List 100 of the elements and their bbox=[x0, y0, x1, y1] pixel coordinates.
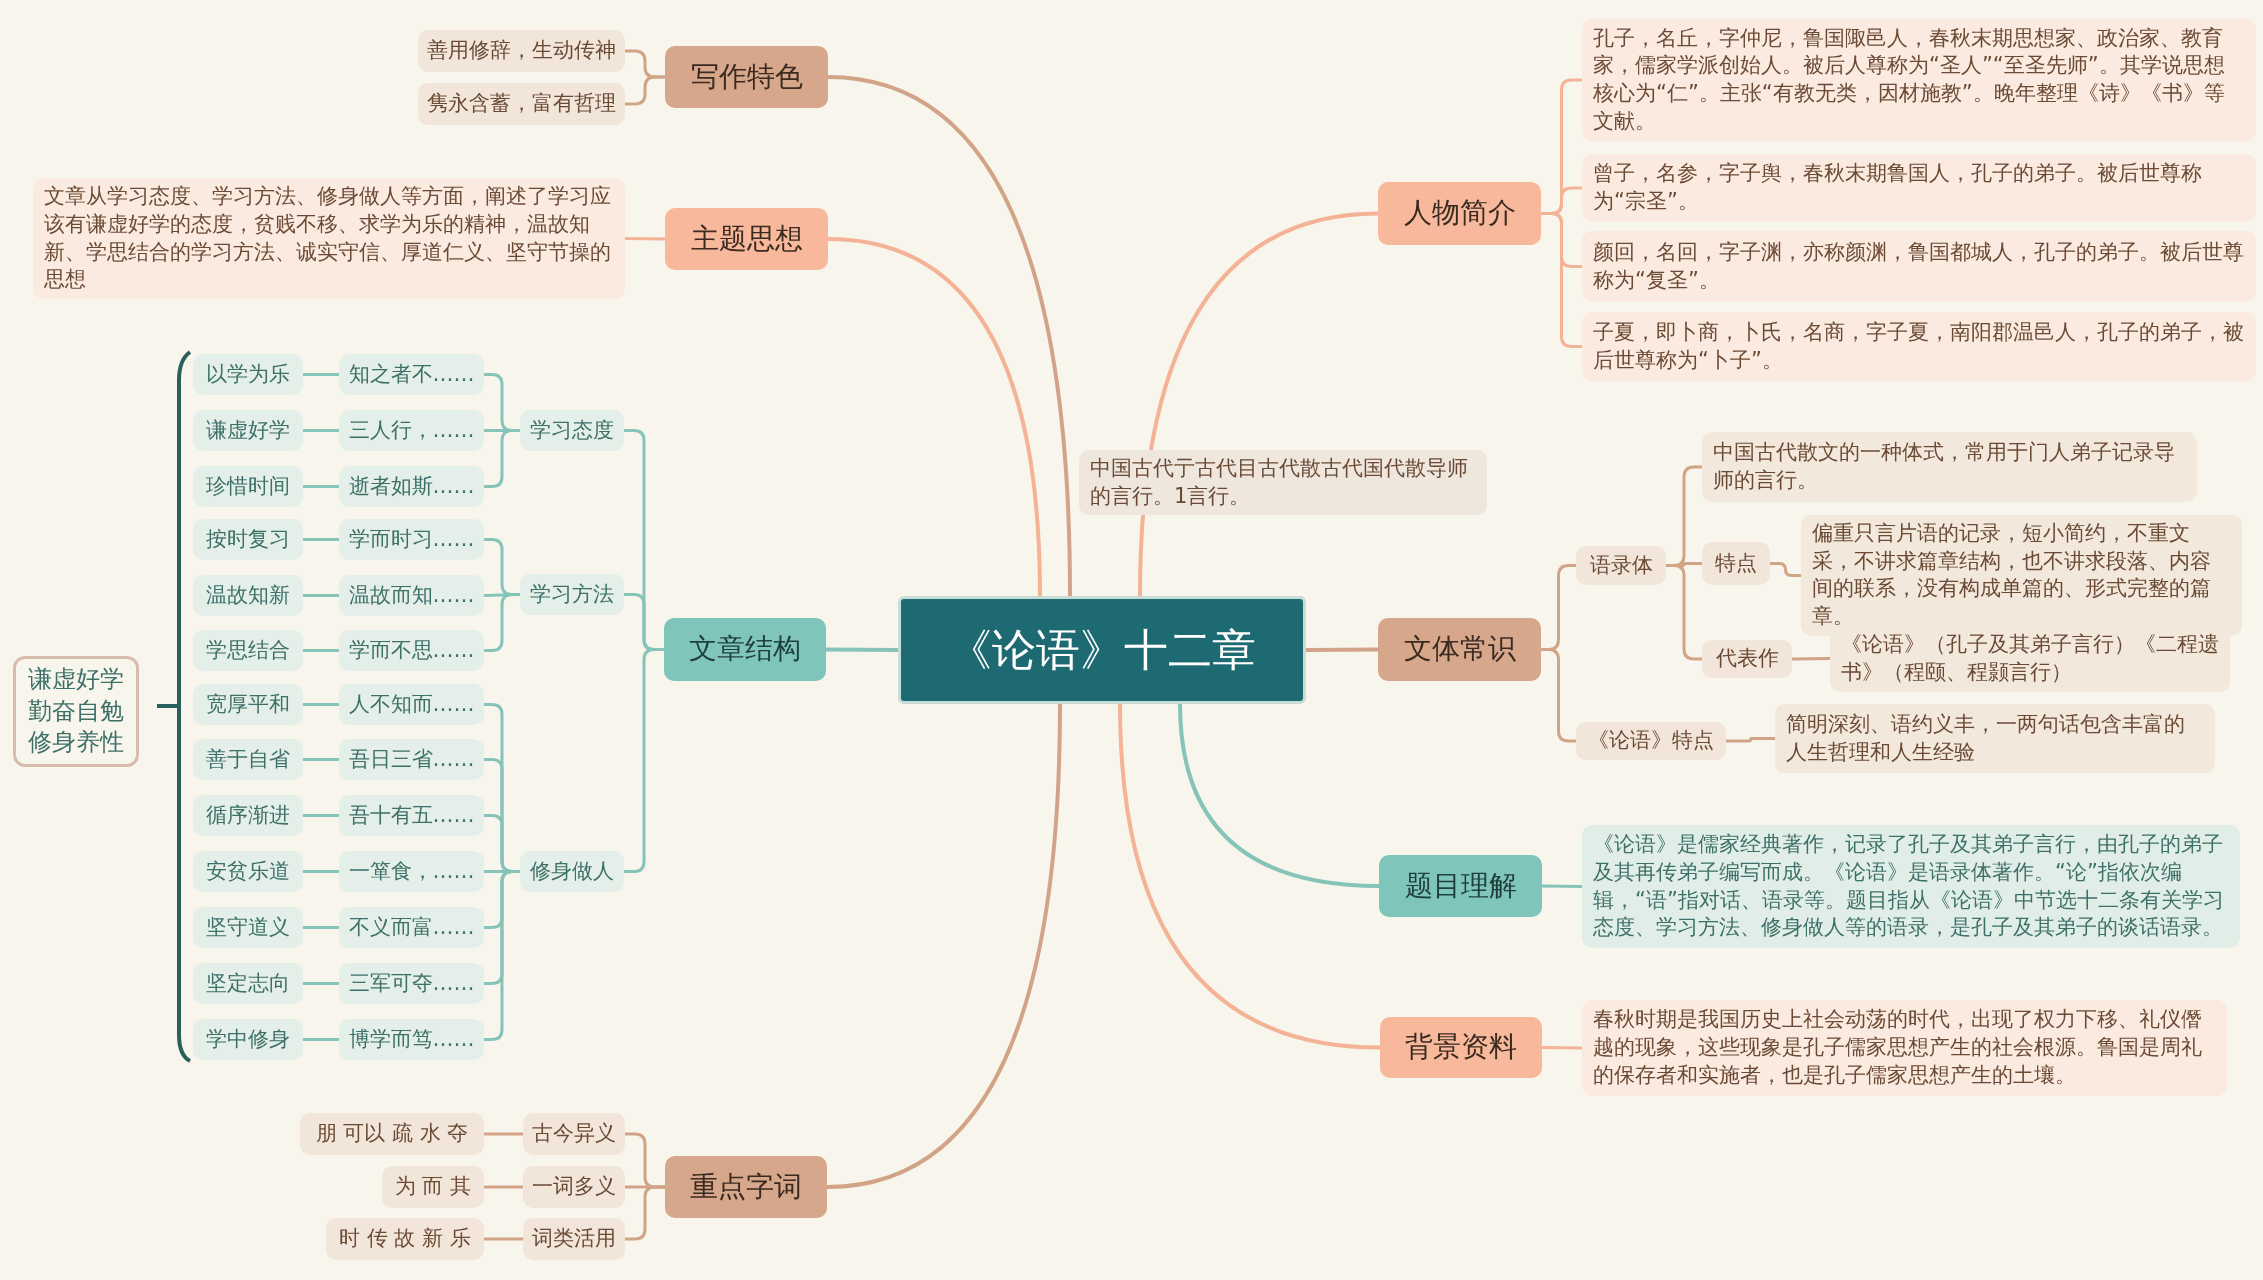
note-box: 曾子，名参，字子舆，春秋末期鲁国人，孔子的弟子。被后世尊称为“宗圣”。 bbox=[1582, 154, 2256, 222]
subtopic-box: 吾日三省…… bbox=[339, 739, 484, 780]
subtopic-box: 隽永含蓄，富有哲理 bbox=[418, 83, 625, 125]
connector-line bbox=[303, 538, 339, 541]
connector-line bbox=[1541, 884, 1583, 888]
note-box: 中国古代散文的一种体式，常用于门人弟子记录导师的言行。 bbox=[1702, 432, 2197, 502]
connector-line bbox=[484, 1185, 523, 1189]
connector-line bbox=[1541, 648, 1576, 743]
subtopic-box: 学而时习…… bbox=[339, 519, 484, 560]
connector-line bbox=[303, 926, 339, 929]
subtopic-box: 学习方法 bbox=[520, 574, 624, 615]
connector-line bbox=[484, 870, 520, 1041]
topic-box: 重点字词 bbox=[665, 1156, 827, 1218]
subtopic-box: 知之者不…… bbox=[339, 354, 484, 395]
note-box: 文章从学习态度、学习方法、修身做人等方面，阐述了学习应该有谦虚好学的态度，贫贱不移、求学为乐的精神，温故知新、学思结合的学习方法、诚实守信、厚道仁义、坚守节操的思想 bbox=[33, 178, 625, 299]
connector-line bbox=[303, 373, 339, 376]
connector-line bbox=[827, 75, 1072, 597]
connector-line bbox=[303, 1038, 339, 1041]
connector-line bbox=[625, 1185, 665, 1241]
connector-line bbox=[484, 593, 520, 652]
topic-box: 文章结构 bbox=[664, 618, 826, 681]
subtopic-box: 为 而 其 bbox=[382, 1166, 484, 1208]
subtopic-box: 时 传 故 新 乐 bbox=[326, 1218, 484, 1260]
connector-line bbox=[827, 237, 1042, 597]
subtopic-box: 学而不思…… bbox=[339, 630, 484, 671]
subtopic-box: 坚守道义 bbox=[193, 907, 303, 948]
subtopic-box: 温故知新 bbox=[193, 575, 303, 616]
subtopic-box: 词类活用 bbox=[523, 1218, 625, 1260]
subtopic-box: 安贫乐道 bbox=[193, 851, 303, 892]
subtopic-box: 吾十有五…… bbox=[339, 795, 484, 836]
connector-line bbox=[625, 75, 665, 106]
subtopic-box: 一词多义 bbox=[523, 1166, 625, 1208]
connector-line bbox=[1306, 647, 1378, 652]
subtopic-box: 三军可夺…… bbox=[339, 963, 484, 1004]
subtopic-box: 学思结合 bbox=[193, 630, 303, 671]
topic-box: 主题思想 bbox=[665, 208, 828, 270]
subtopic-box: 代表作 bbox=[1702, 640, 1792, 678]
connector-line bbox=[1541, 212, 1582, 348]
subtopic-box: 古今异义 bbox=[523, 1113, 625, 1155]
subtopic-box: 珍惜时间 bbox=[193, 466, 303, 507]
connector-line bbox=[1791, 657, 1831, 661]
subtopic-box: 宽厚平和 bbox=[193, 684, 303, 725]
connector-line bbox=[303, 982, 339, 985]
connector-line bbox=[624, 648, 664, 873]
subtopic-box: 坚定志向 bbox=[193, 963, 303, 1004]
topic-box: 题目理解 bbox=[1379, 855, 1542, 917]
connector-line bbox=[826, 647, 898, 652]
connector-line bbox=[303, 649, 339, 652]
connector-line bbox=[303, 870, 339, 873]
subtopic-box: 不义而富…… bbox=[339, 907, 484, 948]
connector-line bbox=[484, 1237, 523, 1241]
topic-box: 写作特色 bbox=[665, 46, 828, 108]
subtopic-box: 谦虚好学 bbox=[193, 410, 303, 451]
connector-line bbox=[484, 1132, 523, 1136]
connector-line bbox=[303, 814, 339, 817]
note-box: 孔子，名丘，字仲尼，鲁国陬邑人，春秋末期思想家、政治家、教育家，儒家学派创始人。被后人尊称为“圣人”“至圣先师”。其学说思想核心为“仁”。主张“有教无类，因材施教”。晚年整理《诗》《书》等文献。 bbox=[1582, 19, 2256, 141]
subtopic-box: 学习态度 bbox=[520, 410, 624, 451]
connector-line bbox=[303, 429, 339, 432]
title-box: 《论语》十二章 bbox=[898, 596, 1306, 704]
note-box: 子夏，即卜商，卜氏，名商，字子夏，南阳郡温邑人，孔子的弟子，被后世尊称为“卜子”。 bbox=[1582, 312, 2256, 381]
connector-line bbox=[1541, 1046, 1583, 1050]
note-text: 中国古代亍古代目古代散古代国代散导师的言行。1言行。 bbox=[1079, 450, 1487, 516]
summary-box: 谦虚好学勤奋自勉修身养性 bbox=[13, 656, 139, 767]
subtopic-box: 善于自省 bbox=[193, 739, 303, 780]
subtopic-box: 特点 bbox=[1702, 542, 1770, 585]
connector-line bbox=[1178, 703, 1380, 888]
subtopic-box: 朋 可以 疏 水 夺 bbox=[300, 1113, 484, 1155]
subtopic-box: 人不知而…… bbox=[339, 684, 484, 725]
note-box: 《论语》（孔子及其弟子言行）《二程遗书》（程颐、程颢言行） bbox=[1830, 625, 2230, 692]
subtopic-box: 《论语》特点 bbox=[1576, 722, 1726, 760]
topic-box: 人物简介 bbox=[1378, 182, 1541, 245]
subtopic-box: 博学而笃…… bbox=[339, 1019, 484, 1060]
topic-box: 背景资料 bbox=[1380, 1017, 1542, 1078]
connector-line bbox=[1726, 737, 1775, 743]
note-box: 春秋时期是我国历史上社会动荡的时代，出现了权力下移、礼仪僭越的现象，这些现象是孔子儒家思想产生的社会根源。鲁国是周礼的保存者和实施者，也是孔子儒家思想产生的土壤。 bbox=[1582, 1000, 2227, 1096]
connector-line bbox=[303, 594, 339, 597]
subtopic-box: 循序渐进 bbox=[193, 795, 303, 836]
subtopic-box: 温故而知…… bbox=[339, 575, 484, 616]
subtopic-box: 学中修身 bbox=[193, 1019, 303, 1060]
subtopic-box: 一箪食，…… bbox=[339, 851, 484, 892]
subtopic-box: 修身做人 bbox=[520, 851, 624, 892]
subtopic-box: 善用修辞，生动传神 bbox=[418, 30, 625, 72]
subtopic-box: 以学为乐 bbox=[193, 354, 303, 395]
connector-line bbox=[303, 758, 339, 761]
connector-line bbox=[826, 703, 1062, 1189]
connector-line bbox=[1666, 564, 1702, 661]
subtopic-box: 逝者如斯…… bbox=[339, 466, 484, 507]
subtopic-box: 三人行，…… bbox=[339, 410, 484, 451]
note-box: 《论语》是儒家经典著作，记录了孔子及其弟子言行，由孔子的弟子及其再传弟子编写而成。《论语》是语录体著作。“论”指依次编辑，“语”指对话、语录等。题目指从《论语》中节选十二条有关学习态度、学习方法、修身做人等的语录，是孔子及其弟子的谈话语录。 bbox=[1582, 825, 2240, 948]
note-box: 颜回，名回，字子渊，亦称颜渊，鲁国都城人，孔子的弟子。被后世尊称为“复圣”。 bbox=[1582, 231, 2256, 302]
note-box: 简明深刻、语约义丰，一两句话包含丰富的人生哲理和人生经验 bbox=[1775, 704, 2215, 773]
connector-line bbox=[1118, 703, 1381, 1050]
connector-line bbox=[1770, 562, 1801, 577]
connector-line bbox=[624, 237, 666, 241]
subtopic-box: 按时复习 bbox=[193, 519, 303, 560]
subtopic-box: 语录体 bbox=[1576, 546, 1666, 585]
connector-line bbox=[303, 485, 339, 488]
connector-line bbox=[303, 703, 339, 706]
topic-box: 文体常识 bbox=[1378, 618, 1541, 681]
connector-line bbox=[484, 429, 520, 488]
